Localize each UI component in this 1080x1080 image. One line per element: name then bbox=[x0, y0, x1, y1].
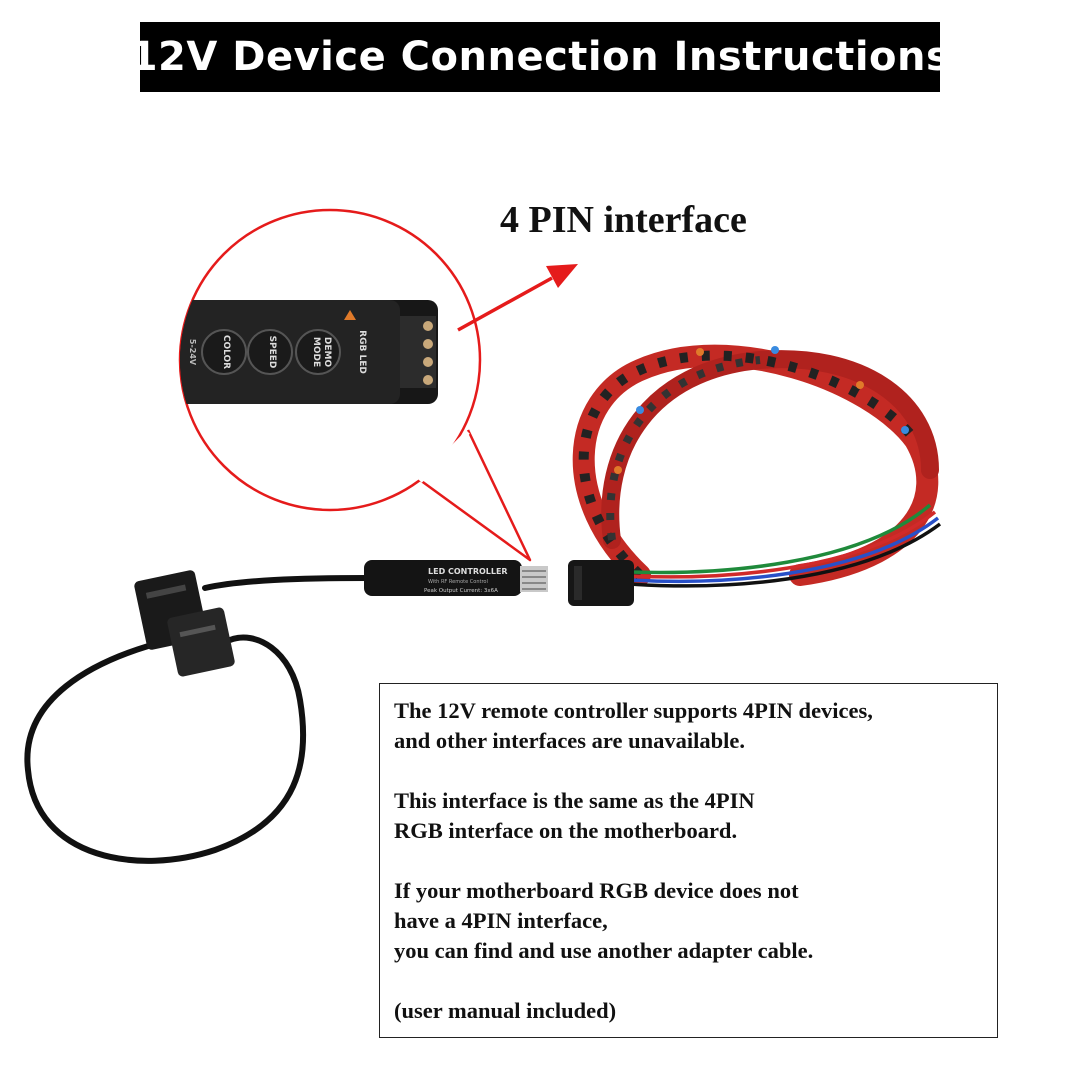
info-paragraph-4: (user manual included) bbox=[394, 998, 617, 1023]
remote-voltage-label: 5-24V bbox=[188, 339, 197, 366]
title-banner: 12V Device Connection Instructions bbox=[130, 22, 950, 92]
info-box: The 12V remote controller supports 4PIN … bbox=[379, 683, 998, 1038]
four-pin-label: 4 PIN interface bbox=[500, 199, 747, 241]
rgb-led-strip bbox=[572, 344, 942, 588]
controller-label: LED CONTROLLER bbox=[428, 567, 508, 576]
pointer-arrow bbox=[457, 264, 578, 332]
zoom-callout: COLOR SPEED MODE DEMO RGB LED 5-24V bbox=[178, 208, 532, 562]
controller-rating: Peak Output Current: 3x6A bbox=[424, 588, 498, 594]
molex-connector bbox=[134, 570, 235, 677]
demo-button-label: DEMO bbox=[322, 337, 332, 368]
power-cable bbox=[24, 575, 371, 864]
strip-connector bbox=[568, 560, 634, 606]
info-paragraph-2: This interface is the same as the 4PIN R… bbox=[394, 788, 755, 843]
info-paragraph-3: If your motherboard RGB device does not … bbox=[394, 878, 814, 963]
page-title: 12V Device Connection Instructions bbox=[129, 34, 951, 80]
warning-icon bbox=[344, 310, 356, 320]
color-button-label: COLOR bbox=[221, 335, 231, 369]
mode-button-label: MODE bbox=[311, 337, 321, 367]
controller-sublabel: With RF Remote Control bbox=[428, 579, 488, 585]
remote-brand-label: RGB LED bbox=[357, 330, 367, 374]
info-paragraph-1: The 12V remote controller supports 4PIN … bbox=[394, 698, 873, 753]
led-controller-box: LED CONTROLLER With RF Remote Control Pe… bbox=[364, 560, 548, 596]
speed-button-label: SPEED bbox=[267, 336, 277, 369]
